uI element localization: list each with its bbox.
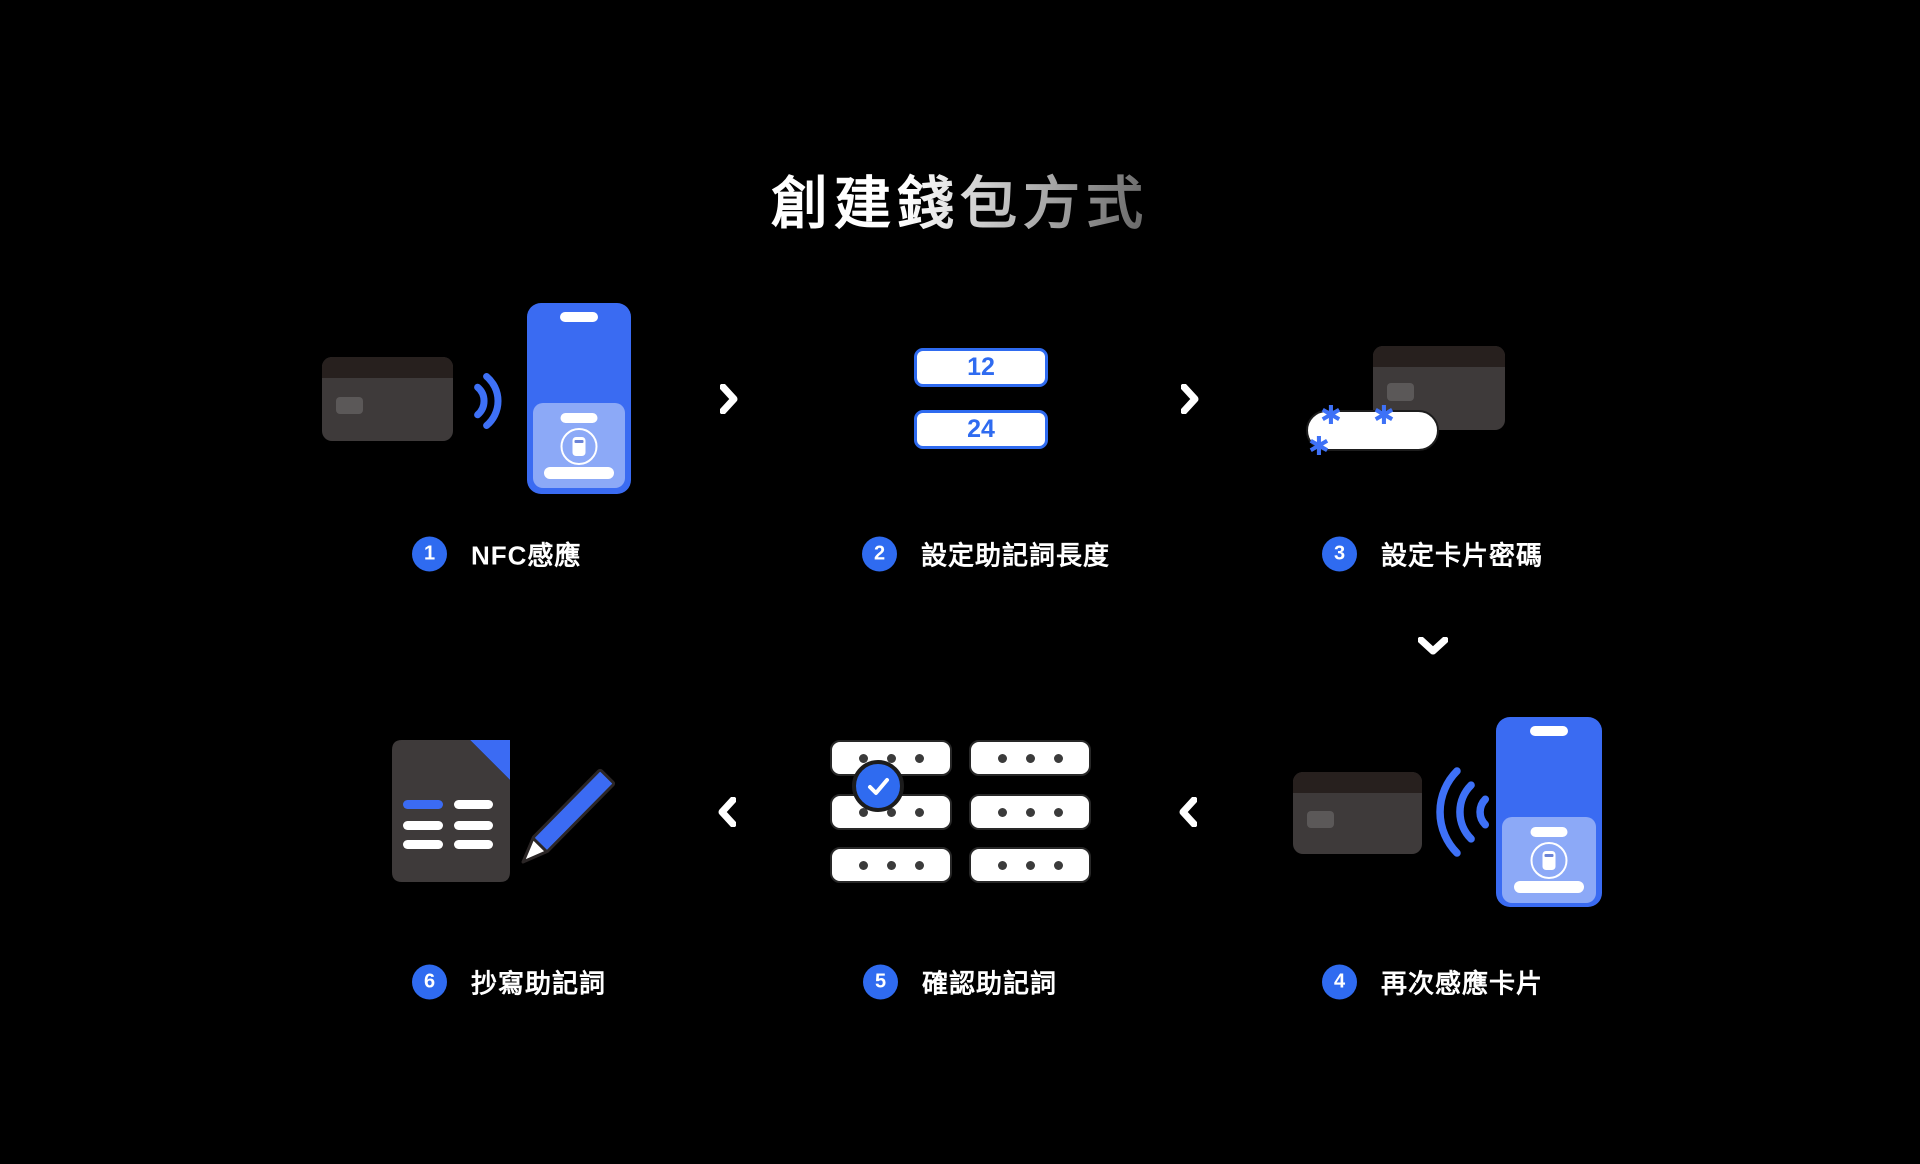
nfc-waves-icon (474, 373, 502, 429)
length-option-12: 12 (914, 348, 1048, 387)
page-title: 創建錢包方式 (771, 158, 1149, 240)
step-label-text: 確認助記詞 (922, 968, 1058, 999)
dot-icon (858, 753, 868, 763)
dot-icon (914, 807, 924, 817)
dot-icon (1025, 807, 1035, 817)
arrow-right-icon (720, 384, 738, 414)
nfc-card-illustration (1293, 772, 1422, 854)
sheet-text-pill (1530, 827, 1568, 837)
dot-icon (1053, 753, 1063, 763)
dot-icon (997, 807, 1007, 817)
dot-icon (886, 860, 896, 870)
length-option-24: 24 (914, 410, 1048, 449)
step-label-text: 抄寫助記詞 (471, 968, 607, 999)
nfc-waves-icon (1436, 767, 1490, 857)
arrow-down-icon (1418, 637, 1448, 655)
card-chip (1387, 383, 1414, 401)
dot-icon (858, 807, 868, 817)
sheet-button-pill (544, 467, 614, 479)
phone-wallet-sheet (1502, 817, 1596, 903)
card-stripe (322, 357, 453, 378)
length-option-24-label: 24 (967, 415, 995, 443)
dot-icon (914, 860, 924, 870)
dot-icon (1053, 807, 1063, 817)
dot-icon (1025, 753, 1035, 763)
password-mask: ✱ ✱ ✱ (1308, 399, 1407, 461)
card-scan-icon (560, 428, 598, 465)
mnemonic-word-pill (969, 740, 1091, 776)
dot-icon (997, 753, 1007, 763)
check-icon (852, 760, 904, 812)
write-mnemonic-illustration (392, 740, 616, 882)
phone-illustration (1496, 717, 1602, 907)
card-chip (336, 397, 363, 414)
dot-icon (1025, 860, 1035, 870)
phone-notch (1530, 726, 1568, 736)
step-label-text: 設定卡片密碼 (1381, 540, 1544, 571)
dot-icon (858, 860, 868, 870)
step-label-text: 設定助記詞長度 (921, 540, 1111, 571)
mnemonic-word-pill (830, 847, 952, 883)
phone-notch (560, 312, 598, 322)
step-label-text: 再次感應卡片 (1381, 968, 1544, 999)
phone-illustration (527, 303, 631, 494)
step-label-6: 6 抄寫助記詞 (412, 964, 606, 1001)
arrow-left-icon (718, 797, 736, 827)
dot-icon (886, 807, 896, 817)
card-stripe (1373, 346, 1505, 367)
step-label-2: 2 設定助記詞長度 (862, 536, 1110, 573)
sheet-button-pill (1514, 881, 1584, 893)
step-label-4: 4 再次感應卡片 (1322, 964, 1543, 1001)
card-chip (1307, 811, 1334, 828)
nfc-card-illustration (322, 357, 453, 441)
sheet-text-pill (560, 413, 598, 423)
dot-icon (1053, 860, 1063, 870)
step-label-5: 5 確認助記詞 (863, 964, 1057, 1001)
card-stripe (1293, 772, 1422, 793)
arrow-right-icon (1181, 384, 1199, 414)
step-label-text: NFC感應 (471, 540, 582, 571)
password-field: ✱ ✱ ✱ (1306, 400, 1439, 461)
document-icon (392, 740, 510, 882)
phone-wallet-sheet (533, 403, 625, 488)
length-option-12-label: 12 (967, 353, 995, 381)
step-number-badge: 3 (1322, 536, 1357, 572)
step-label-3: 3 設定卡片密碼 (1322, 536, 1543, 573)
step-label-1: 1 NFC感應 (412, 536, 581, 573)
step-number-badge: 4 (1322, 964, 1357, 1000)
step-number-badge: 2 (862, 536, 897, 572)
mnemonic-word-pill (969, 794, 1091, 830)
mnemonic-word-pill (969, 847, 1091, 883)
dot-icon (914, 753, 924, 763)
card-scan-icon (1530, 842, 1568, 879)
step-number-badge: 5 (863, 964, 898, 1000)
arrow-left-icon (1179, 797, 1197, 827)
pencil-icon (521, 768, 616, 864)
step-number-badge: 1 (412, 536, 447, 572)
dot-icon (886, 753, 896, 763)
dot-icon (997, 860, 1007, 870)
step-number-badge: 6 (412, 964, 447, 1000)
